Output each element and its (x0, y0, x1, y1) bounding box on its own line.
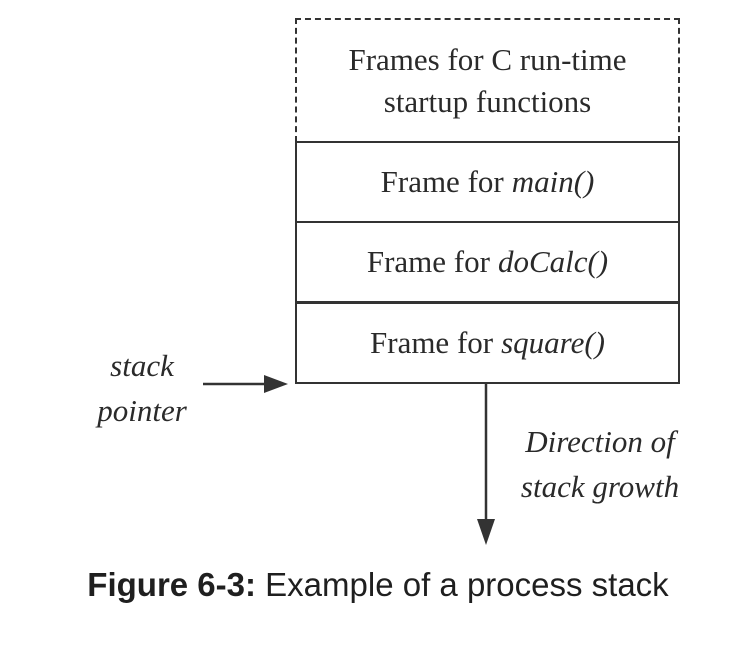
stack-pointer-label: stack pointer (72, 344, 212, 434)
stack-pointer-label-line1: stack (110, 348, 174, 383)
growth-direction-label-line2: stack growth (520, 468, 680, 504)
docalc-frame-function: doCalc() (497, 244, 609, 280)
growth-direction-label-line1: Direction of (525, 424, 675, 459)
main-frame-prefix: Frame for (380, 164, 504, 200)
main-frame-function: main() (511, 164, 595, 200)
main-frame-box: Frame for main() (295, 141, 680, 223)
startup-frames-line2: startup functions (383, 84, 592, 119)
square-frame-function: square() (501, 325, 605, 361)
figure-caption: Figure 6-3: Example of a process stack (0, 566, 756, 604)
square-frame-prefix: Frame for (370, 325, 494, 361)
startup-frames-box: Frames for C run-time startup functions (295, 18, 680, 142)
growth-direction-arrowhead-icon (477, 519, 495, 545)
growth-direction-label: Direction of stack growth (500, 420, 700, 510)
stack-pointer-arrow (203, 375, 288, 393)
growth-direction-arrow (477, 384, 495, 545)
figure-caption-text: Example of a process stack (265, 566, 669, 603)
docalc-frame-box: Frame for doCalc() (295, 221, 680, 303)
square-frame-box: Frame for square() (295, 302, 680, 384)
stack-pointer-arrowhead-icon (264, 375, 288, 393)
figure-caption-label: Figure 6-3: (87, 566, 256, 603)
startup-frames-line1: Frames for C run-time (348, 42, 627, 78)
docalc-frame-prefix: Frame for (366, 244, 490, 280)
stack-pointer-label-line2: pointer (97, 392, 187, 428)
